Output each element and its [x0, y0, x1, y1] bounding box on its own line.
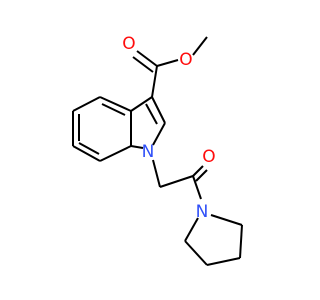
bond-double-inner	[132, 56, 154, 73]
bond	[99, 96, 132, 112]
bond	[151, 65, 158, 98]
atom-label-n-pyrrolidine: N	[196, 202, 209, 222]
bond	[72, 96, 101, 112]
bond	[152, 122, 166, 146]
bond	[184, 240, 208, 266]
bond	[192, 165, 204, 177]
bond	[156, 59, 179, 67]
bond	[206, 257, 241, 266]
bond-double-inner	[195, 169, 208, 182]
bond	[159, 175, 194, 188]
bond-double-inner	[145, 103, 158, 125]
molecule-drawing: O O N O N	[72, 34, 243, 266]
atom-layer: O O N O N	[122, 34, 215, 222]
atom-label-o-carbonyl-ester: O	[122, 34, 135, 54]
structure-diagram: O O N O N	[72, 34, 243, 266]
bond	[151, 96, 166, 124]
bond	[210, 214, 243, 226]
bond	[136, 50, 158, 67]
bond	[152, 159, 161, 188]
bond	[192, 175, 202, 200]
bond-double-inner	[78, 142, 100, 155]
bond-double-inner	[101, 103, 126, 116]
atom-label-o-ether-ester: O	[179, 50, 192, 70]
atom-label-o-amide: O	[202, 147, 215, 167]
bond	[184, 217, 199, 242]
atom-label-n-indole: N	[142, 142, 155, 162]
bond	[99, 145, 132, 162]
bond	[130, 145, 144, 149]
bond	[192, 36, 208, 56]
bond	[130, 96, 153, 112]
bond	[239, 224, 243, 259]
bond	[72, 145, 101, 162]
bond-layer	[72, 36, 243, 266]
